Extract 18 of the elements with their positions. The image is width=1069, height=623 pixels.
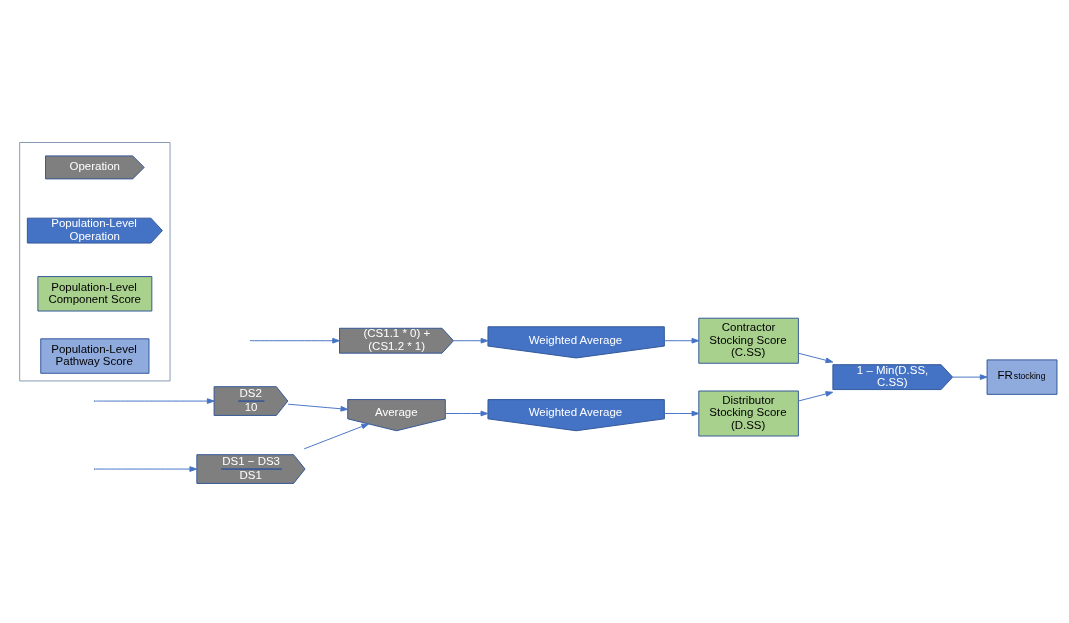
arrow [95, 465, 198, 472]
arrow [287, 403, 349, 412]
arrow [952, 373, 988, 380]
arrow [663, 410, 700, 416]
arrow [95, 397, 215, 404]
node-box: Population-Level Pathway Score [40, 337, 150, 374]
arrow [798, 390, 834, 401]
arrow [663, 337, 700, 344]
node-box: FRstocking [986, 358, 1058, 395]
arrow [798, 352, 834, 363]
node-box: Distributor Stocking Score (D.SS) [698, 390, 799, 436]
arrow [251, 337, 340, 344]
node-box: Contractor Stocking Score (C.SS) [698, 317, 799, 364]
arrow [303, 422, 370, 449]
node-box: Population-Level Component Score [37, 275, 153, 312]
cluster [19, 141, 171, 381]
arrow [445, 410, 489, 416]
arrow [453, 337, 489, 344]
